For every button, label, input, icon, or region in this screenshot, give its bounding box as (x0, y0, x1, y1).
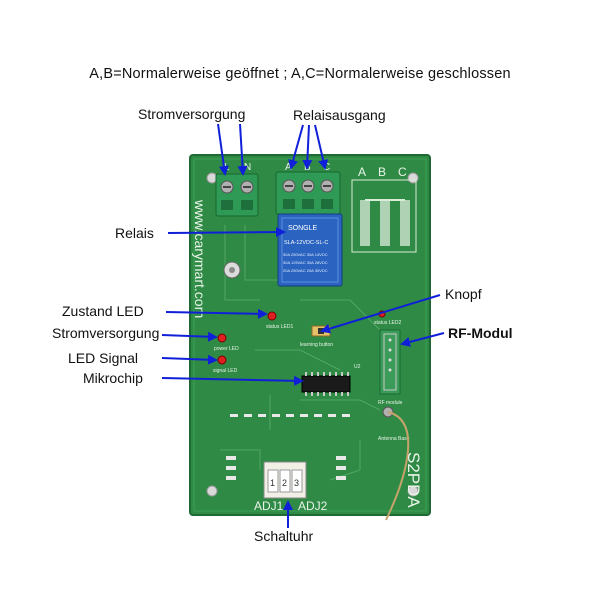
learning-button (311, 325, 331, 337)
power-terminal-block (215, 173, 259, 217)
dip-switch-char-3: 3 (294, 478, 299, 488)
arrow-relay-c (314, 124, 329, 170)
model-text: S2PDA (404, 452, 423, 508)
smd-components (226, 414, 350, 480)
contact-area (351, 179, 417, 253)
mount-hole (206, 485, 218, 497)
relay-rating-2: 30A 125VAC 30A 28VDC (283, 260, 328, 265)
antenna-base-text: Antenna Base (378, 436, 410, 442)
adj1-text: ADJ1 (254, 499, 284, 513)
arrow-relay (167, 227, 286, 238)
dip-switch (263, 461, 307, 499)
rf-module-text: RF module (378, 400, 403, 406)
header-note: A,B=Normalerweise geöffnet ; A,C=Normale… (89, 66, 511, 82)
arrow-state-led (165, 308, 268, 319)
status-led (267, 311, 277, 321)
website-text: www.carymart.com (192, 199, 208, 318)
relay-brand: SONGLE (288, 225, 318, 232)
terminal-label-n: N (244, 162, 251, 173)
contact-letter-c: C (398, 165, 407, 179)
label-power-led: Stromversorgung (52, 325, 160, 341)
signal-led-text: signal LED (213, 368, 238, 374)
relay-model: SLA-12VDC-SL-C (284, 240, 328, 246)
status-led-2-text: status LED2 (374, 320, 401, 326)
label-button: Knopf (445, 286, 482, 302)
rf-module-component (379, 329, 401, 395)
arrow-power-led (161, 331, 218, 342)
label-rf-module: RF-Modul (448, 325, 513, 341)
learning-button-text: learning button (300, 342, 333, 348)
signal-led (217, 355, 227, 365)
arrow-microchip (161, 375, 304, 386)
mount-hole (407, 485, 419, 497)
contact-letter-b: B (378, 165, 386, 179)
label-power-supply: Stromversorgung (138, 106, 246, 122)
antenna-wire (385, 411, 410, 521)
annotation-arrows (161, 123, 445, 528)
arrow-rf-module (400, 332, 445, 347)
capacitor (223, 261, 241, 279)
status-led-text: status LED1 (266, 324, 293, 330)
chip-ref: U2 (354, 364, 361, 370)
power-led-text: power LED (214, 346, 239, 352)
label-state-led: Zustand LED (62, 303, 144, 319)
adj2-text: ADJ2 (298, 499, 328, 513)
arrow-relay-a (288, 124, 304, 170)
label-timer: Schaltuhr (254, 528, 314, 544)
label-relay: Relais (115, 225, 154, 241)
arrow-power-n (237, 123, 248, 176)
power-led (217, 333, 227, 343)
dip-switch-char-2: 2 (282, 478, 287, 488)
arrow-signal-led (161, 354, 218, 365)
relay-rating-3: 20A 250VAC 20A 30VDC (283, 268, 328, 273)
contact-letter-a: A (358, 165, 366, 179)
relay-component (277, 213, 343, 287)
arrow-relay-b (302, 124, 313, 170)
relay-terminal-block (275, 171, 341, 215)
arrow-button (320, 294, 441, 334)
label-led-signal: LED Signal (68, 350, 139, 366)
label-relay-output: Relaisausgang (293, 107, 386, 123)
arrow-power-l (217, 123, 229, 176)
relay-rating-1: 30A 250VAC 30A 14VDC (283, 252, 328, 257)
dip-switch-char-1: 1 (270, 478, 275, 488)
label-microchip: Mikrochip (83, 370, 143, 386)
